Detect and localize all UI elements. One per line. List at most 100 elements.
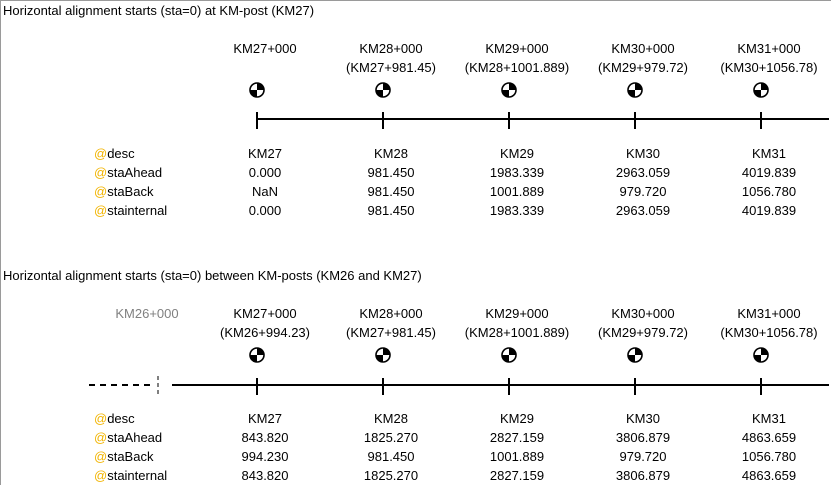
section-2-cell: 994.230 <box>241 449 289 464</box>
section-1-row-staahead-label: @staAhead <box>94 163 162 182</box>
km-post-marker-icon <box>249 82 265 98</box>
section-1-cell: 2963.059 <box>615 165 671 180</box>
section-1-post-2-name: KM28+000 <box>359 41 423 56</box>
section-1-cell: 1983.339 <box>489 203 545 218</box>
km-post-marker-icon <box>375 347 391 363</box>
section-1-alignment-diagram <box>249 82 829 129</box>
section-2-cell: 979.720 <box>619 449 667 464</box>
km-post-marker-icon <box>627 347 643 363</box>
section-1-cell: 981.450 <box>367 203 415 218</box>
section-1-title: Horizontal alignment starts (sta=0) at K… <box>3 3 315 18</box>
section-1-cell: 2963.059 <box>615 203 671 218</box>
km-post-marker-icon <box>501 82 517 98</box>
section-1-post-4-name: KM30+000 <box>611 41 675 56</box>
at-symbol: @ <box>94 468 108 483</box>
section-2-post-2-name: KM28+000 <box>359 306 423 321</box>
section-2-cell: 1825.270 <box>363 430 419 445</box>
section-1-cell: 1983.339 <box>489 165 545 180</box>
section-1-cell: KM28 <box>374 146 408 161</box>
section-2-post-1-name: KM27+000 <box>233 306 297 321</box>
section-2-row-desc-label: @desc <box>94 409 135 428</box>
section-2-cell: 843.820 <box>241 468 289 483</box>
section-1-cell: 1056.780 <box>741 184 797 199</box>
section-2-cell: 2827.159 <box>489 468 545 483</box>
section-2-cell: KM30 <box>626 411 660 426</box>
section-1-cell: KM31 <box>752 146 786 161</box>
km-post-marker-icon <box>375 82 391 98</box>
row-label-text: desc <box>107 411 135 426</box>
at-symbol: @ <box>94 430 108 445</box>
km-post-marker-icon <box>627 82 643 98</box>
section-1-row-staback-label: @staBack <box>94 182 153 201</box>
section-1-row-desc-label: @desc <box>94 144 135 163</box>
section-2-cell: 1825.270 <box>363 468 419 483</box>
section-2-title: Horizontal alignment starts (sta=0) betw… <box>3 268 422 283</box>
at-symbol: @ <box>94 165 108 180</box>
section-2-cell: 2827.159 <box>489 430 545 445</box>
section-2-post-4-alt: (KM29+979.72) <box>598 325 688 340</box>
section-1-cell: KM27 <box>248 146 282 161</box>
section-2-cell: KM27 <box>248 411 282 426</box>
section-1-cell: NaN <box>251 184 278 199</box>
section-1-post-2-alt: (KM27+981.45) <box>346 60 436 75</box>
section-2-cell: 4863.659 <box>741 468 797 483</box>
km-post-marker-icon <box>249 347 265 363</box>
section-2-cell: KM31 <box>752 411 786 426</box>
row-label-text: staAhead <box>107 430 163 445</box>
section-2-cell: 843.820 <box>241 430 289 445</box>
section-1-post-5-alt: (KM30+1056.78) <box>720 60 818 75</box>
section-2-cell: 3806.879 <box>615 468 671 483</box>
section-1-cell: 981.450 <box>367 184 415 199</box>
section-1-post-5-name: KM31+000 <box>737 41 801 56</box>
section-2-post-4-name: KM30+000 <box>611 306 675 321</box>
section-1-post-3-name: KM29+000 <box>485 41 549 56</box>
section-1-cell: KM29 <box>500 146 534 161</box>
section-1-row-stainternal-label: @stainternal <box>94 201 167 220</box>
at-symbol: @ <box>94 146 108 161</box>
section-2-cell: 981.450 <box>367 449 415 464</box>
section-2-row-stainternal-label: @stainternal <box>94 466 167 485</box>
section-2-post-3-alt: (KM28+1001.889) <box>464 325 570 340</box>
km-post-marker-icon <box>501 347 517 363</box>
section-1-cell: 4019.839 <box>741 165 797 180</box>
row-label-text: stainternal <box>107 203 168 218</box>
at-symbol: @ <box>94 203 108 218</box>
row-label-text: staBack <box>107 184 154 199</box>
frame-left-border <box>0 0 1 485</box>
at-symbol: @ <box>94 411 108 426</box>
row-label-text: desc <box>107 146 135 161</box>
section-2-post-1-alt: (KM26+994.23) <box>220 325 310 340</box>
section-2-pre-post-label: KM26+000 <box>115 306 179 321</box>
section-2-cell: 4863.659 <box>741 430 797 445</box>
section-2-post-3-name: KM29+000 <box>485 306 549 321</box>
section-2-alignment-diagram <box>89 347 829 395</box>
section-2-cell: KM29 <box>500 411 534 426</box>
section-2-row-staahead-label: @staAhead <box>94 428 162 447</box>
km-post-marker-icon <box>753 82 769 98</box>
section-1-cell: 1001.889 <box>489 184 545 199</box>
at-symbol: @ <box>94 184 108 199</box>
section-1-post-3-alt: (KM28+1001.889) <box>464 60 570 75</box>
section-2-post-5-alt: (KM30+1056.78) <box>720 325 818 340</box>
section-1-post-1-name: KM27+000 <box>233 41 297 56</box>
section-2-row-staback-label: @staBack <box>94 447 153 466</box>
section-1-post-4-alt: (KM29+979.72) <box>598 60 688 75</box>
section-1-cell: 4019.839 <box>741 203 797 218</box>
km-post-marker-icon <box>753 347 769 363</box>
section-1-cell: 0.000 <box>248 203 282 218</box>
section-2-cell: KM28 <box>374 411 408 426</box>
section-2-post-2-alt: (KM27+981.45) <box>346 325 436 340</box>
section-1-cell: KM30 <box>626 146 660 161</box>
section-1-cell: 979.720 <box>619 184 667 199</box>
section-2-post-5-name: KM31+000 <box>737 306 801 321</box>
frame-top-border <box>0 0 831 1</box>
section-1-cell: 981.450 <box>367 165 415 180</box>
row-label-text: stainternal <box>107 468 168 483</box>
at-symbol: @ <box>94 449 108 464</box>
section-2-cell: 1056.780 <box>741 449 797 464</box>
row-label-text: staBack <box>107 449 154 464</box>
section-2-cell: 1001.889 <box>489 449 545 464</box>
row-label-text: staAhead <box>107 165 163 180</box>
section-1-cell: 0.000 <box>248 165 282 180</box>
section-2-cell: 3806.879 <box>615 430 671 445</box>
